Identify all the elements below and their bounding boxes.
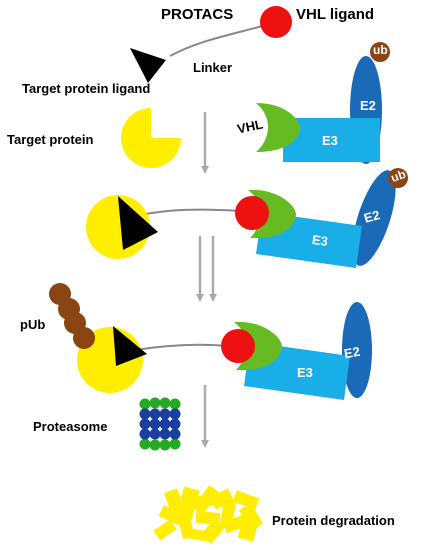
target-protein-ligand-2: [118, 196, 158, 250]
vhl-ligand-label: VHL ligand: [296, 6, 375, 23]
e2-label-2: E2: [362, 207, 382, 226]
pub-label: pUb: [20, 317, 46, 332]
vhl-shape: [256, 103, 300, 152]
vhl-ligand-ball: [260, 6, 292, 38]
e2-label-3: E2: [342, 343, 362, 362]
linker-line-2: [144, 208, 241, 215]
e3-label-2: E3: [311, 231, 329, 250]
target-protein-ligand-label: Target protein ligand: [22, 81, 151, 96]
proteasome-cluster: [139, 397, 181, 451]
e2-ellipse-3: [342, 302, 372, 398]
ub-ball-2: [388, 168, 408, 188]
e2-ellipse-2: [352, 170, 396, 266]
target-protein-label: Target protein: [7, 132, 94, 147]
linker-line: [169, 23, 271, 57]
degraded-protein-fragments: [153, 485, 264, 544]
protein-degradation-label: Protein degradation: [272, 513, 395, 528]
diagram-title: PROTACS: [161, 6, 234, 23]
vhl-ligand-ball-2: [235, 196, 269, 230]
target-protein-pacman: [121, 108, 181, 168]
target-protein-ligand-3: [113, 326, 147, 366]
proteasome-label: Proteasome: [33, 419, 108, 434]
e3-label-3: E3: [297, 365, 313, 380]
linker-label: Linker: [193, 60, 233, 75]
ub-ball: [370, 42, 390, 62]
linker-line-3: [134, 343, 231, 351]
e3-label: E3: [322, 133, 338, 148]
target-protein-ligand-triangle: [130, 48, 166, 83]
ub-label: ub: [373, 43, 388, 57]
e2-label: E2: [360, 98, 376, 113]
vhl-ligand-ball-3: [221, 329, 255, 363]
polyubiquitin-chain: [49, 283, 95, 349]
